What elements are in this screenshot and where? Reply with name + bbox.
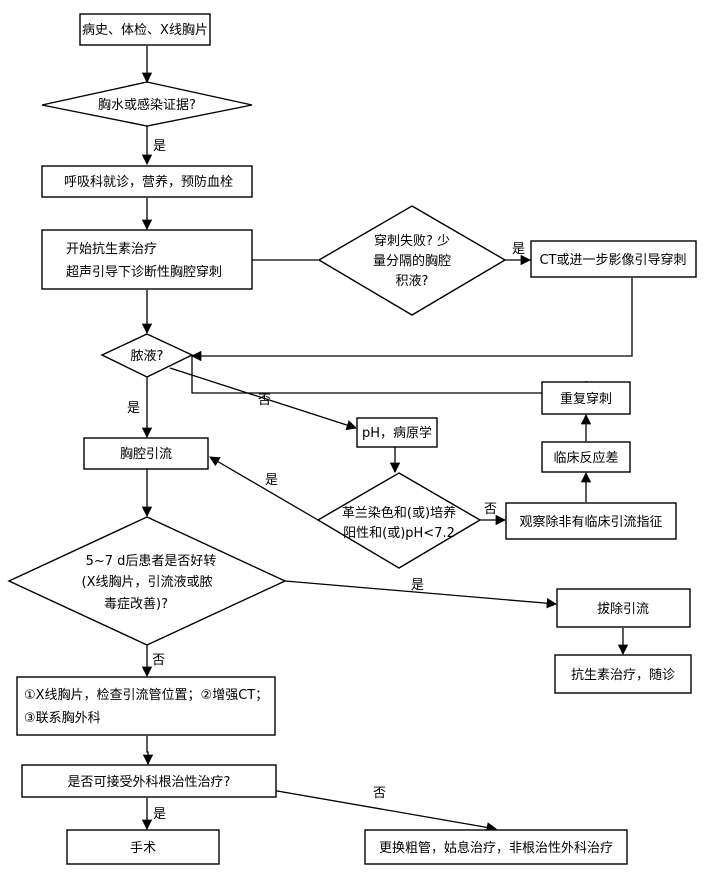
- edge-label-effusion-yes: 是: [153, 139, 166, 154]
- arrow-gram-to-drain: [209, 456, 319, 521]
- node-fail-question: 穿刺失败? 少 量分隔的胸腔 积液?: [317, 205, 507, 316]
- node-repeat: 重复穿刺: [541, 381, 631, 415]
- node-surgery-question-label: 是否可接受外科根治性治疗?: [68, 774, 231, 790]
- edge-label-surgery-no: 否: [373, 786, 386, 801]
- node-gram-question: 革兰染色和(或)培养 阳性和(或)pH<7.2: [316, 472, 482, 569]
- node-antibiotic-line2: 超声引导下诊断性胸腔穿刺: [66, 264, 222, 280]
- node-check-line2: ③联系胸外科: [24, 711, 101, 726]
- edge-label-improve-yes: 是: [411, 578, 424, 593]
- edge-labels: 是 是 是 否 是 否 是 否 是 否: [127, 139, 525, 822]
- node-history: 病史、体检、X线胸片: [79, 13, 211, 46]
- edge-label-improve-no: 否: [152, 653, 165, 668]
- edge-label-pus-yes: 是: [127, 401, 140, 416]
- node-antibiotic-line1: 开始抗生素治疗: [66, 242, 157, 257]
- arrow-pus-to-ph: [169, 367, 357, 431]
- node-check-line1: ①X线胸片，检查引流管位置；②增强CT；: [24, 688, 268, 703]
- node-surgery-label: 手术: [130, 841, 156, 856]
- node-fail-question-line3: 积液?: [396, 274, 429, 289]
- node-drain: 胸腔引流: [83, 437, 209, 470]
- node-effusion-question-label: 胸水或感染证据?: [98, 97, 196, 113]
- node-remove-drain-label: 拔除引流: [597, 602, 649, 617]
- node-followup: 抗生素治疗，随诊: [554, 654, 692, 694]
- arrow-surgery-q-to-palliative: [259, 787, 498, 833]
- node-observe-label: 观察除非有临床引流指征: [519, 515, 662, 530]
- node-repeat-label: 重复穿刺: [560, 391, 612, 407]
- node-palliative: 更换粗管，姑息治疗，非根治性外科治疗: [364, 829, 628, 865]
- node-surgery: 手术: [66, 829, 220, 865]
- node-improve-question: 5~7 d后患者是否好转 (X线胸片，引流液或脓 毒症改善)?: [7, 516, 287, 646]
- node-ct: CT或进一步影像引导穿刺: [530, 240, 697, 278]
- edge-label-surgery-yes: 是: [153, 807, 166, 822]
- edge-label-gram-no: 否: [484, 502, 497, 517]
- node-fail-question-line2: 量分隔的胸腔: [373, 253, 451, 269]
- node-followup-label: 抗生素治疗，随诊: [571, 668, 675, 683]
- node-respiratory: 呼吸科就诊，营养，预防血栓: [41, 165, 253, 198]
- node-surgery-question: 是否可接受外科根治性治疗?: [21, 764, 277, 798]
- node-remove-drain: 拔除引流: [556, 588, 691, 628]
- node-observe: 观察除非有临床引流指征: [505, 502, 677, 540]
- node-pus-question-label: 脓液?: [131, 348, 164, 364]
- node-gram-question-line2: 阳性和(或)pH<7.2: [343, 526, 455, 541]
- edge-label-pus-no: 否: [258, 393, 271, 408]
- edge-label-fail-yes: 是: [512, 242, 525, 257]
- node-ph-label: pH，病原学: [362, 425, 432, 441]
- arrow-check-to-surgery-q: [142, 736, 154, 766]
- node-improve-question-line1: 5~7 d后患者是否好转: [86, 554, 217, 569]
- node-gram-question-line1: 革兰染色和(或)培养: [342, 505, 456, 521]
- node-antibiotic: 开始抗生素治疗 超声引导下诊断性胸腔穿刺: [41, 229, 253, 290]
- arrow-ct-to-pus: [190, 278, 633, 362]
- arrow-improve-to-remove: [284, 580, 558, 609]
- node-history-label: 病史、体检、X线胸片: [82, 23, 208, 38]
- node-effusion-question: 胸水或感染证据?: [41, 81, 253, 127]
- node-pus-question: 脓液?: [100, 333, 194, 378]
- node-ph: pH，病原学: [356, 417, 438, 448]
- node-ct-label: CT或进一步影像引导穿刺: [539, 252, 686, 268]
- node-improve-question-line3: 毒症改善)?: [104, 596, 168, 612]
- node-poor-response-label: 临床反应差: [553, 450, 618, 466]
- edge-label-gram-yes: 是: [265, 473, 278, 488]
- node-fail-question-line1: 穿刺失败? 少: [374, 233, 450, 249]
- node-drain-label: 胸腔引流: [120, 447, 172, 462]
- node-respiratory-label: 呼吸科就诊，营养，预防血栓: [64, 174, 233, 190]
- node-improve-question-line2: (X线胸片，引流液或脓: [82, 574, 213, 590]
- node-poor-response: 临床反应差: [541, 441, 631, 473]
- node-palliative-label: 更换粗管，姑息治疗，非根治性外科治疗: [379, 840, 613, 856]
- line-repeat-to-pus: [191, 355, 587, 394]
- node-check: ①X线胸片，检查引流管位置；②增强CT； ③联系胸外科: [16, 676, 276, 736]
